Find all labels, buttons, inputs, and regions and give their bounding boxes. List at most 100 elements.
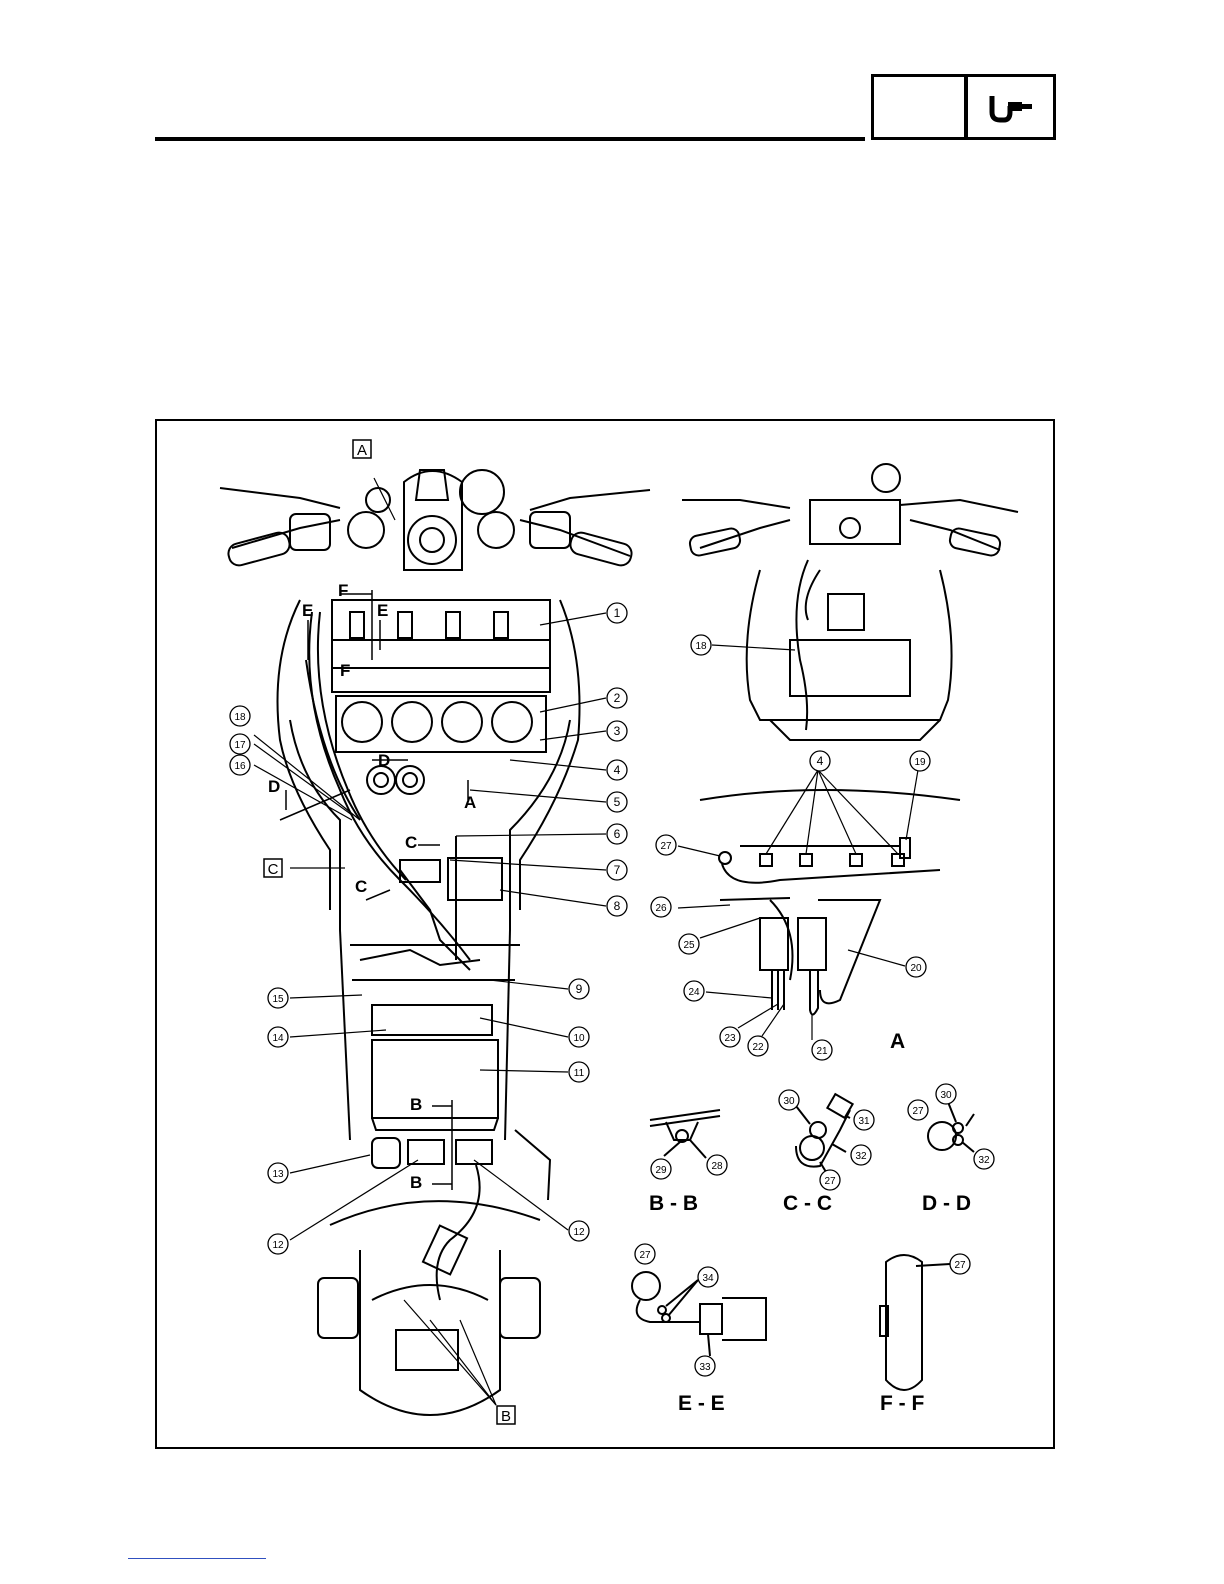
callout-bb-28-text: 28 xyxy=(711,1161,723,1172)
callout-dd-32: 32 xyxy=(974,1149,994,1169)
callout-a-19-text: 19 xyxy=(914,757,926,768)
view-letter-c-top: C xyxy=(405,833,417,852)
callout-9-text: 9 xyxy=(576,982,583,996)
callout-a-18-text: 18 xyxy=(695,641,707,652)
callout-dd-32-text: 32 xyxy=(978,1155,990,1166)
view-letter-e-left: E xyxy=(302,601,313,620)
callout-16-text: 16 xyxy=(234,761,246,772)
view-letter-f-bottom: F xyxy=(340,661,350,680)
callouts-detail-a: 18 4 19 27 26 25 20 24 23 22 21 xyxy=(651,635,930,1060)
callout-6: 6 xyxy=(607,824,627,844)
callout-cc-31: 31 xyxy=(854,1110,874,1130)
callout-ff-27-text: 27 xyxy=(954,1260,966,1271)
callout-8-text: 8 xyxy=(614,899,621,913)
view-letter-c-bottom: C xyxy=(355,877,367,896)
callout-12-left: 12 xyxy=(268,1234,288,1254)
callout-17-text: 17 xyxy=(234,740,246,751)
callout-10-text: 10 xyxy=(573,1033,585,1044)
callout-a-20-text: 20 xyxy=(910,963,922,974)
callout-ee-34: 34 xyxy=(698,1267,718,1287)
callout-5-text: 5 xyxy=(614,795,621,809)
throttle-bodies xyxy=(336,696,546,752)
callout-a-22-text: 22 xyxy=(752,1042,764,1053)
callout-a-24-text: 24 xyxy=(688,987,700,998)
callout-dd-27: 27 xyxy=(908,1100,928,1120)
boxed-label-c: C xyxy=(268,861,279,878)
callout-cc-31-text: 31 xyxy=(858,1116,870,1127)
detail-a-harness xyxy=(700,790,960,1015)
callout-a-26-text: 26 xyxy=(655,903,667,914)
view-letter-f-top: F xyxy=(338,581,348,600)
callout-ee-33: 33 xyxy=(695,1356,715,1376)
callout-4-text: 4 xyxy=(614,763,621,777)
callout-bb-29: 29 xyxy=(651,1159,671,1179)
view-letter-b-bottom: B xyxy=(410,1173,422,1192)
engine-head xyxy=(332,600,550,692)
callout-cc-30: 30 xyxy=(779,1090,799,1110)
callout-cc-27-text: 27 xyxy=(824,1176,836,1187)
callout-13: 13 xyxy=(268,1163,288,1183)
view-letter-d-right: D xyxy=(378,751,390,770)
callout-2: 2 xyxy=(607,688,627,708)
callout-ee-27: 27 xyxy=(635,1244,655,1264)
section-title-b-b: B - B xyxy=(649,1192,698,1215)
callout-12-right-text: 12 xyxy=(573,1227,585,1238)
section-title-f-f: F - F xyxy=(880,1392,924,1415)
callout-a-27: 27 xyxy=(656,835,676,855)
callout-ee-27-text: 27 xyxy=(639,1250,651,1261)
rear-fender xyxy=(318,1201,540,1415)
callout-a-22: 22 xyxy=(748,1036,768,1056)
callout-1: 1 xyxy=(607,603,627,623)
battery xyxy=(372,1005,498,1130)
callout-bb-28: 28 xyxy=(707,1155,727,1175)
grommets xyxy=(367,766,424,794)
callout-a-25: 25 xyxy=(679,934,699,954)
section-title-d-d: D - D xyxy=(922,1192,971,1215)
boxed-label-a: A xyxy=(357,442,367,459)
callouts-sections: 29 28 30 31 32 27 30 27 32 27 34 33 27 xyxy=(635,1084,994,1376)
callout-7: 7 xyxy=(607,860,627,880)
section-c-c xyxy=(796,1094,853,1172)
callout-15: 15 xyxy=(268,988,288,1008)
section-e-e xyxy=(632,1272,766,1356)
callout-a-27-text: 27 xyxy=(660,841,672,852)
callout-a-4: 4 xyxy=(810,751,830,771)
section-d-d xyxy=(928,1102,974,1152)
frame-outline xyxy=(278,600,580,1140)
callout-a-18: 18 xyxy=(691,635,711,655)
callout-9: 9 xyxy=(569,979,589,999)
callout-cc-32-text: 32 xyxy=(855,1151,867,1162)
leader-18-front xyxy=(712,645,795,650)
callout-ee-33-text: 33 xyxy=(699,1362,711,1373)
callout-cc-27: 27 xyxy=(820,1170,840,1190)
section-b-b xyxy=(650,1110,720,1158)
callout-5: 5 xyxy=(607,792,627,812)
callout-a-21: 21 xyxy=(812,1040,832,1060)
callout-3: 3 xyxy=(607,721,627,741)
callout-14: 14 xyxy=(268,1027,288,1047)
callouts-main: 1 2 3 4 5 6 7 8 9 10 11 12 12 13 14 15 1… xyxy=(230,603,627,1254)
callout-a-25-text: 25 xyxy=(683,940,695,951)
callout-a-21-text: 21 xyxy=(816,1046,828,1057)
boxed-labels: A C B xyxy=(264,440,515,1425)
callout-8: 8 xyxy=(607,896,627,916)
handlebar-right xyxy=(460,470,650,568)
callout-15-text: 15 xyxy=(272,994,284,1005)
callout-12-left-text: 12 xyxy=(272,1240,284,1251)
callout-a-23: 23 xyxy=(720,1027,740,1047)
callout-ee-34-text: 34 xyxy=(702,1273,714,1284)
section-title-c-c: C - C xyxy=(783,1192,832,1215)
leader-lines-detail-a xyxy=(678,770,918,1040)
view-letter-d-left: D xyxy=(268,777,280,796)
callout-cc-30-text: 30 xyxy=(783,1096,795,1107)
callout-18-text: 18 xyxy=(234,712,246,723)
callout-11: 11 xyxy=(569,1062,589,1082)
view-letter-a: A xyxy=(464,793,476,812)
callout-16: 16 xyxy=(230,755,250,775)
callout-12-right: 12 xyxy=(569,1221,589,1241)
callout-11-text: 11 xyxy=(574,1068,585,1079)
callout-7-text: 7 xyxy=(614,863,621,877)
callout-a-26: 26 xyxy=(651,897,671,917)
electrical-box xyxy=(400,836,502,970)
